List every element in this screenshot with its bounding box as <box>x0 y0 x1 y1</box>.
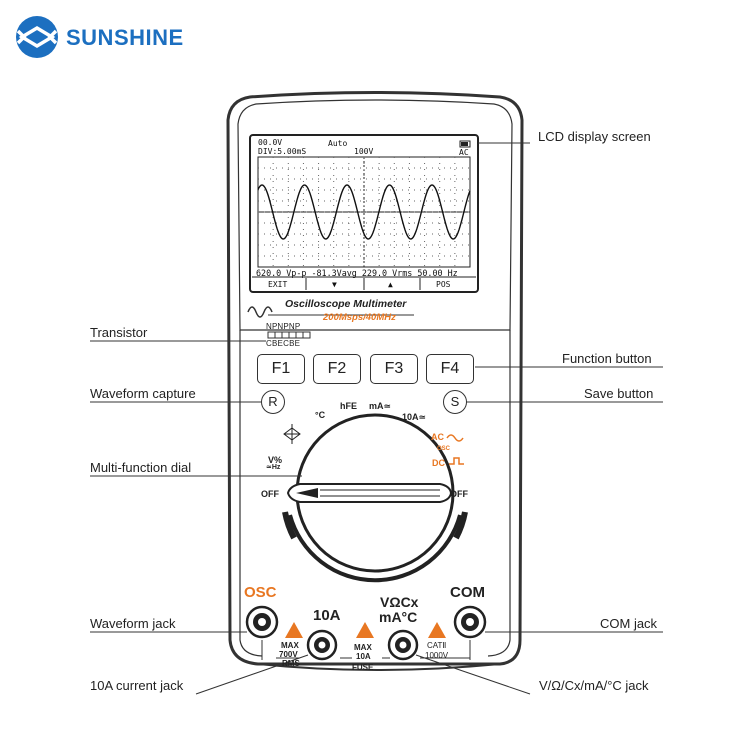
jack-v-label-1: VΩCx <box>380 594 419 610</box>
osc-rms-label: RMS <box>282 659 300 668</box>
jack-sockets <box>245 605 487 661</box>
fuse-10a-label: 10A <box>356 652 371 661</box>
dial-off-left: OFF <box>261 489 279 499</box>
save-button[interactable]: S <box>443 390 467 414</box>
waveform-trace <box>257 184 471 240</box>
dial-ac-label: AC <box>431 432 444 442</box>
lcd-readout: 620.0 Vp-p -81.3Vavg 229.0 Vrms 50.00 Hz <box>256 268 458 278</box>
dial-volt-label: V% <box>268 455 283 465</box>
dial-off-right: OFF <box>450 489 468 499</box>
f1-button[interactable]: F1 <box>257 354 305 384</box>
jack-v-label-2: mA°C <box>379 609 418 625</box>
dial-ma-label: mA≃ <box>369 401 392 411</box>
callout-transistor: Transistor <box>90 325 148 340</box>
brand-logo-icon <box>16 16 58 58</box>
f4-button[interactable]: F4 <box>426 354 474 384</box>
callout-save-button: Save button <box>584 386 654 401</box>
dial-osc-label: OSC <box>437 446 451 452</box>
dial-hz-label: ≃Hz <box>266 464 281 471</box>
callout-v-jack: V/Ω/Cx/mA/°C jack <box>539 678 649 693</box>
callout-current-jack: 10A current jack <box>90 678 184 693</box>
transistor-socket <box>267 331 311 339</box>
lcd-range: 100V <box>354 147 374 156</box>
dial-hfe-label: hFE <box>340 401 357 411</box>
f3-button[interactable]: F3 <box>370 354 418 384</box>
callout-lines <box>90 142 663 695</box>
warning-icon <box>285 622 446 638</box>
lcd-timebase: DIV:5.00mS <box>258 147 307 156</box>
dial-10a-label: 10A≃ <box>402 412 427 422</box>
lcd-softkey-exit: EXIT <box>268 280 288 289</box>
f2-button[interactable]: F2 <box>313 354 361 384</box>
callout-waveform-jack: Waveform jack <box>90 616 176 631</box>
lcd-softkey-pos: POS <box>436 280 451 289</box>
callout-waveform-capture: Waveform capture <box>90 386 196 401</box>
waveform-capture-button[interactable]: R <box>261 390 285 414</box>
lcd-trigger-level: 00.0V <box>258 138 283 147</box>
callout-dial: Multi-function dial <box>90 460 192 475</box>
jack-10a-label: 10A <box>313 607 341 624</box>
lcd-mode: Auto <box>328 139 348 148</box>
jack-com-label: COM <box>450 584 485 601</box>
dial-temp-label: °C <box>315 410 326 420</box>
lcd-softkey-down: ▼ <box>332 280 337 289</box>
device-spec: 200Msps/40MHz <box>323 312 396 323</box>
dial-knob[interactable] <box>286 483 453 503</box>
transistor-top-labels: N P N P N P <box>266 322 300 331</box>
device-title: Oscilloscope Multimeter <box>285 298 407 310</box>
fuse-max-label: MAX <box>354 643 372 652</box>
fuse-label: FUSE <box>352 663 374 672</box>
callout-com-jack: COM jack <box>600 616 658 631</box>
cat-label: CATⅡ <box>427 641 447 650</box>
dial-dc-label: DC <box>432 458 445 468</box>
lcd-softkey-up: ▲ <box>388 280 393 289</box>
osc-700v-label: 700V <box>279 650 298 659</box>
callout-lcd: LCD display screen <box>538 129 651 144</box>
brand-name: SUNSHINE <box>66 25 184 50</box>
jack-osc-label: OSC <box>244 584 277 601</box>
callout-function-button: Function button <box>562 351 652 366</box>
transistor-bottom-labels: C B E C B E <box>266 339 300 348</box>
osc-max-label: MAX <box>281 641 299 650</box>
cat-1000v-label: 1000V <box>425 651 449 660</box>
diode-icon <box>283 424 301 444</box>
lcd-coupling: AC <box>459 148 469 157</box>
